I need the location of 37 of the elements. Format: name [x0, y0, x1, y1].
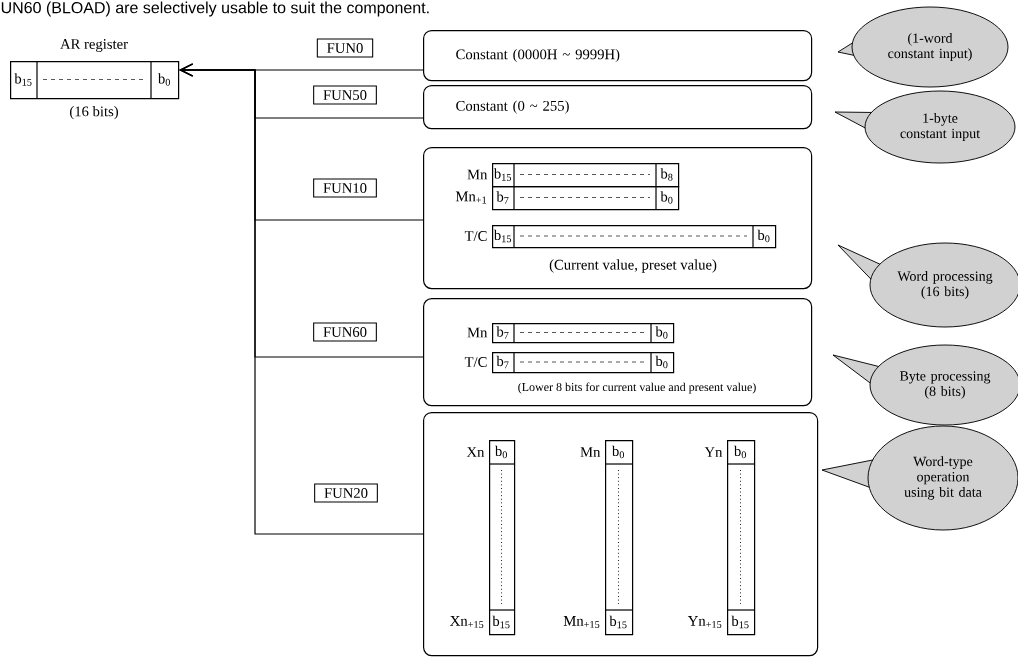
register-caption: (16 bits) — [70, 106, 118, 120]
register-column: b$_{0}$ b$_{15}$ — [488, 440, 516, 636]
heading-text: UN60 (BLOAD) are selectively usable to suit the component. — [1, 1, 429, 17]
function-label: FUN60 — [313, 322, 377, 342]
speech-bubble: 1-byte constant input — [834, 90, 1016, 164]
register-label: Mn$_{+1}$ — [455, 191, 487, 204]
register-label: T/C — [464, 231, 487, 241]
register-label: Mn — [580, 447, 601, 457]
node-label: AR register — [60, 39, 128, 52]
speech-bubble: Word-type operation using bit data — [821, 425, 1018, 531]
register-label: T/C — [464, 357, 487, 367]
function-label: FUN0 — [316, 38, 374, 58]
function-label: FUN50 — [313, 85, 377, 105]
register-label: Yn$_{+15}$ — [687, 616, 722, 628]
register-label: Yn — [704, 447, 723, 457]
register-label: Xn — [466, 447, 485, 457]
speech-bubble: Byte processing (8 bits) — [832, 344, 1018, 426]
register-column: b$_{0}$ b$_{15}$ — [604, 440, 634, 636]
register-box: b$_{7}$ b$_{0}$ — [492, 185, 680, 211]
register-box: b$_{15}$ b$_{0}$ — [492, 224, 777, 249]
register-column: b$_{0}$ b$_{15}$ — [726, 440, 756, 636]
register-label: Mn — [467, 169, 488, 180]
register-label: Xn$_{+15}$ — [450, 616, 484, 628]
panel-box — [423, 412, 819, 657]
speech-bubble: (1-word constant input) — [837, 6, 1009, 88]
function-label: FUN10 — [313, 178, 377, 198]
register-label: Mn — [467, 327, 488, 338]
connector-arrow — [179, 63, 424, 535]
register-label: Mn$_{+15}$ — [563, 616, 600, 628]
function-label: FUN20 — [314, 483, 378, 503]
value-box: Constant (0000H ~ 9999H) — [423, 30, 813, 82]
speech-bubble: Word processing (16 bits) — [837, 242, 1018, 328]
value-box: Constant (0 ~ 255) — [423, 85, 813, 130]
register-box: b$_{15}$ b$_{0}$ AR register — [10, 39, 180, 100]
register-box: b$_{7}$ b$_{0}$ — [492, 351, 675, 374]
register-box: b$_{15}$ b$_{8}$ — [492, 162, 680, 188]
register-box: b$_{7}$ b$_{0}$ — [492, 322, 675, 344]
